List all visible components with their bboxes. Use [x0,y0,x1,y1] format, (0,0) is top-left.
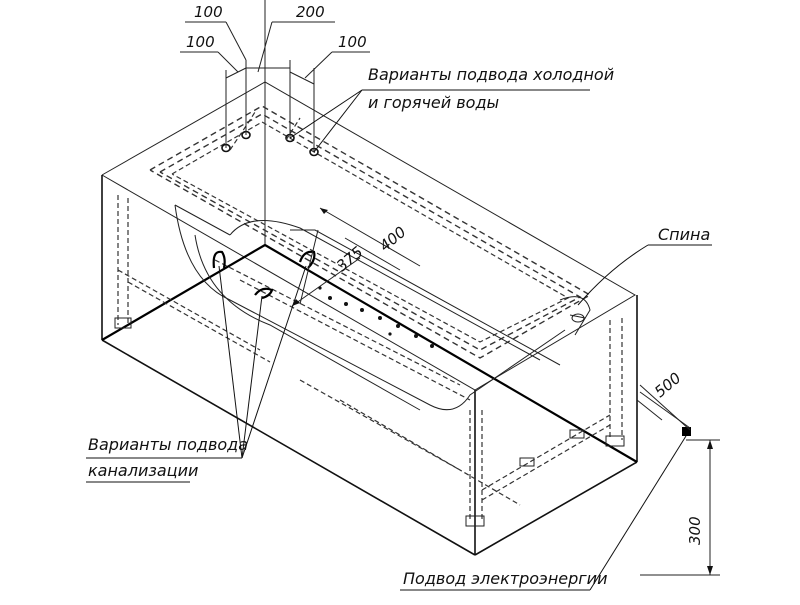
drain-points [212,250,316,300]
water-supply-points [221,111,319,157]
drain-outlet [298,250,316,269]
back-leader [577,244,712,306]
dim-100-second: 100 [186,33,215,51]
leg-foot [569,429,585,439]
top-dimensions [180,21,370,152]
dim-200: 200 [296,3,325,21]
power-outlet-point [682,427,691,436]
leg-foot [465,515,485,527]
leg-foot [519,457,535,467]
power-supply-label: Подвод электроэнергии [403,569,607,588]
power-supply [400,384,720,591]
back-label: Спина [658,225,710,244]
tub-rim [149,105,592,359]
drain-leaders [86,265,307,483]
tub-back [559,296,591,336]
dim-300: 300 [686,516,704,545]
drain-label-line1: Варианты подвода [88,435,248,454]
water-supply-leaders [289,89,590,153]
dim-100-right: 100 [338,33,367,51]
jet-nozzles [318,286,434,348]
drain-outlet [212,250,226,269]
leg-foot [605,435,625,447]
drain-label-line2: канализации [88,461,198,480]
leg-foot [114,317,132,329]
dim-100-top: 100 [194,3,223,21]
water-supply-label-line2: и горячей воды [368,93,499,112]
dim-500: 500 [651,369,685,401]
drain-outlet [254,287,274,300]
dim-400: 400 [376,223,410,255]
water-supply-label-line1: Варианты подвода холодной [368,65,614,84]
support-frame [114,195,625,527]
inner-dimensions [291,207,421,307]
